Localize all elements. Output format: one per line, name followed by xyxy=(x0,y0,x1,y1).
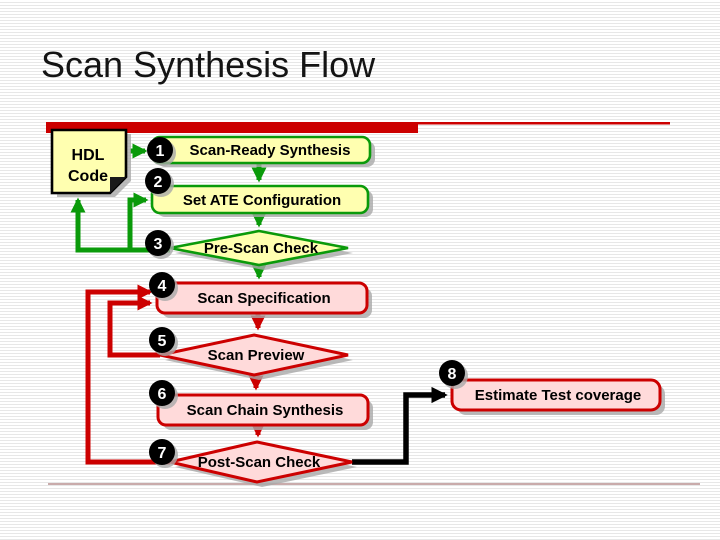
step1-badge: 1 xyxy=(147,137,176,166)
step7-badge-circle xyxy=(149,439,175,465)
loop-prescan-to-hdl-arrow xyxy=(70,197,170,253)
flow-step-1: Scan-Ready Synthesis xyxy=(150,135,375,167)
step8-badge-number: 8 xyxy=(448,366,457,383)
step5-badge-circle xyxy=(149,327,175,353)
step6-label: Scan Chain Synthesis xyxy=(187,402,344,419)
step3-badge: 3 xyxy=(145,230,174,259)
step3-diamond xyxy=(169,229,349,267)
step4-badge-number: 4 xyxy=(158,278,167,295)
step7-label: Post-Scan Check xyxy=(198,454,321,471)
step2-badge: 2 xyxy=(145,168,174,197)
step-badges: 1 2 3 4 5 6 7 xyxy=(145,137,468,468)
step3-badge-number: 3 xyxy=(154,236,163,253)
connector-postscan-to-estimate-arrow xyxy=(352,386,448,465)
step8-badge-circle xyxy=(439,360,465,386)
step1-badge-circle xyxy=(147,137,173,163)
step8-box xyxy=(450,378,662,412)
step2-badge-circle xyxy=(145,168,171,194)
flow-step-2: Set ATE Configuration xyxy=(150,184,373,217)
step5-diamond xyxy=(159,333,349,377)
note-line1: HDL xyxy=(72,147,105,164)
title-rule-thin-line xyxy=(418,122,670,125)
flow-step-5: Scan Preview xyxy=(159,333,353,380)
title-rule-bar xyxy=(46,122,418,133)
step3-badge-circle xyxy=(145,230,171,256)
step5-label: Scan Preview xyxy=(208,347,305,364)
step6-badge-number: 6 xyxy=(158,386,167,403)
step8-badge: 8 xyxy=(439,360,468,389)
step7-diamond xyxy=(169,440,353,484)
note-line2: Code xyxy=(68,168,108,185)
step1-label: Scan-Ready Synthesis xyxy=(190,142,351,159)
loop-preview-to-step4-arrow xyxy=(107,295,160,358)
flow-step-4: Scan Specification xyxy=(155,281,372,318)
note-fold-icon xyxy=(110,177,126,193)
step5-badge-number: 5 xyxy=(158,333,167,350)
step2-badge-number: 2 xyxy=(154,174,163,191)
step2-box xyxy=(150,184,370,215)
flow-step-6: Scan Chain Synthesis xyxy=(156,393,373,430)
step6-badge: 6 xyxy=(149,380,178,409)
page-title: Scan Synthesis Flow xyxy=(41,44,376,85)
step8-label: Estimate Test coverage xyxy=(475,387,641,404)
step6-box xyxy=(156,393,370,427)
bottom-rule-line xyxy=(48,483,700,485)
step7-badge-number: 7 xyxy=(158,445,167,462)
step5-badge: 5 xyxy=(149,327,178,356)
flow-step-3: Pre-Scan Check xyxy=(169,229,353,270)
step3-label: Pre-Scan Check xyxy=(204,240,319,257)
flow-step-7: Post-Scan Check xyxy=(169,440,357,487)
step4-badge-circle xyxy=(149,272,175,298)
step1-badge-number: 1 xyxy=(156,143,165,160)
hdl-code-note: HDL Code xyxy=(50,128,131,197)
flow-step-8: Estimate Test coverage xyxy=(450,378,665,415)
step6-badge-circle xyxy=(149,380,175,406)
step4-badge: 4 xyxy=(149,272,178,301)
loop-postscan-to-step4-arrow xyxy=(85,284,170,465)
loop-prescan-to-step2-arrow xyxy=(127,192,149,250)
step4-label: Scan Specification xyxy=(197,290,330,307)
step2-label: Set ATE Configuration xyxy=(183,192,341,209)
step7-badge: 7 xyxy=(149,439,178,468)
